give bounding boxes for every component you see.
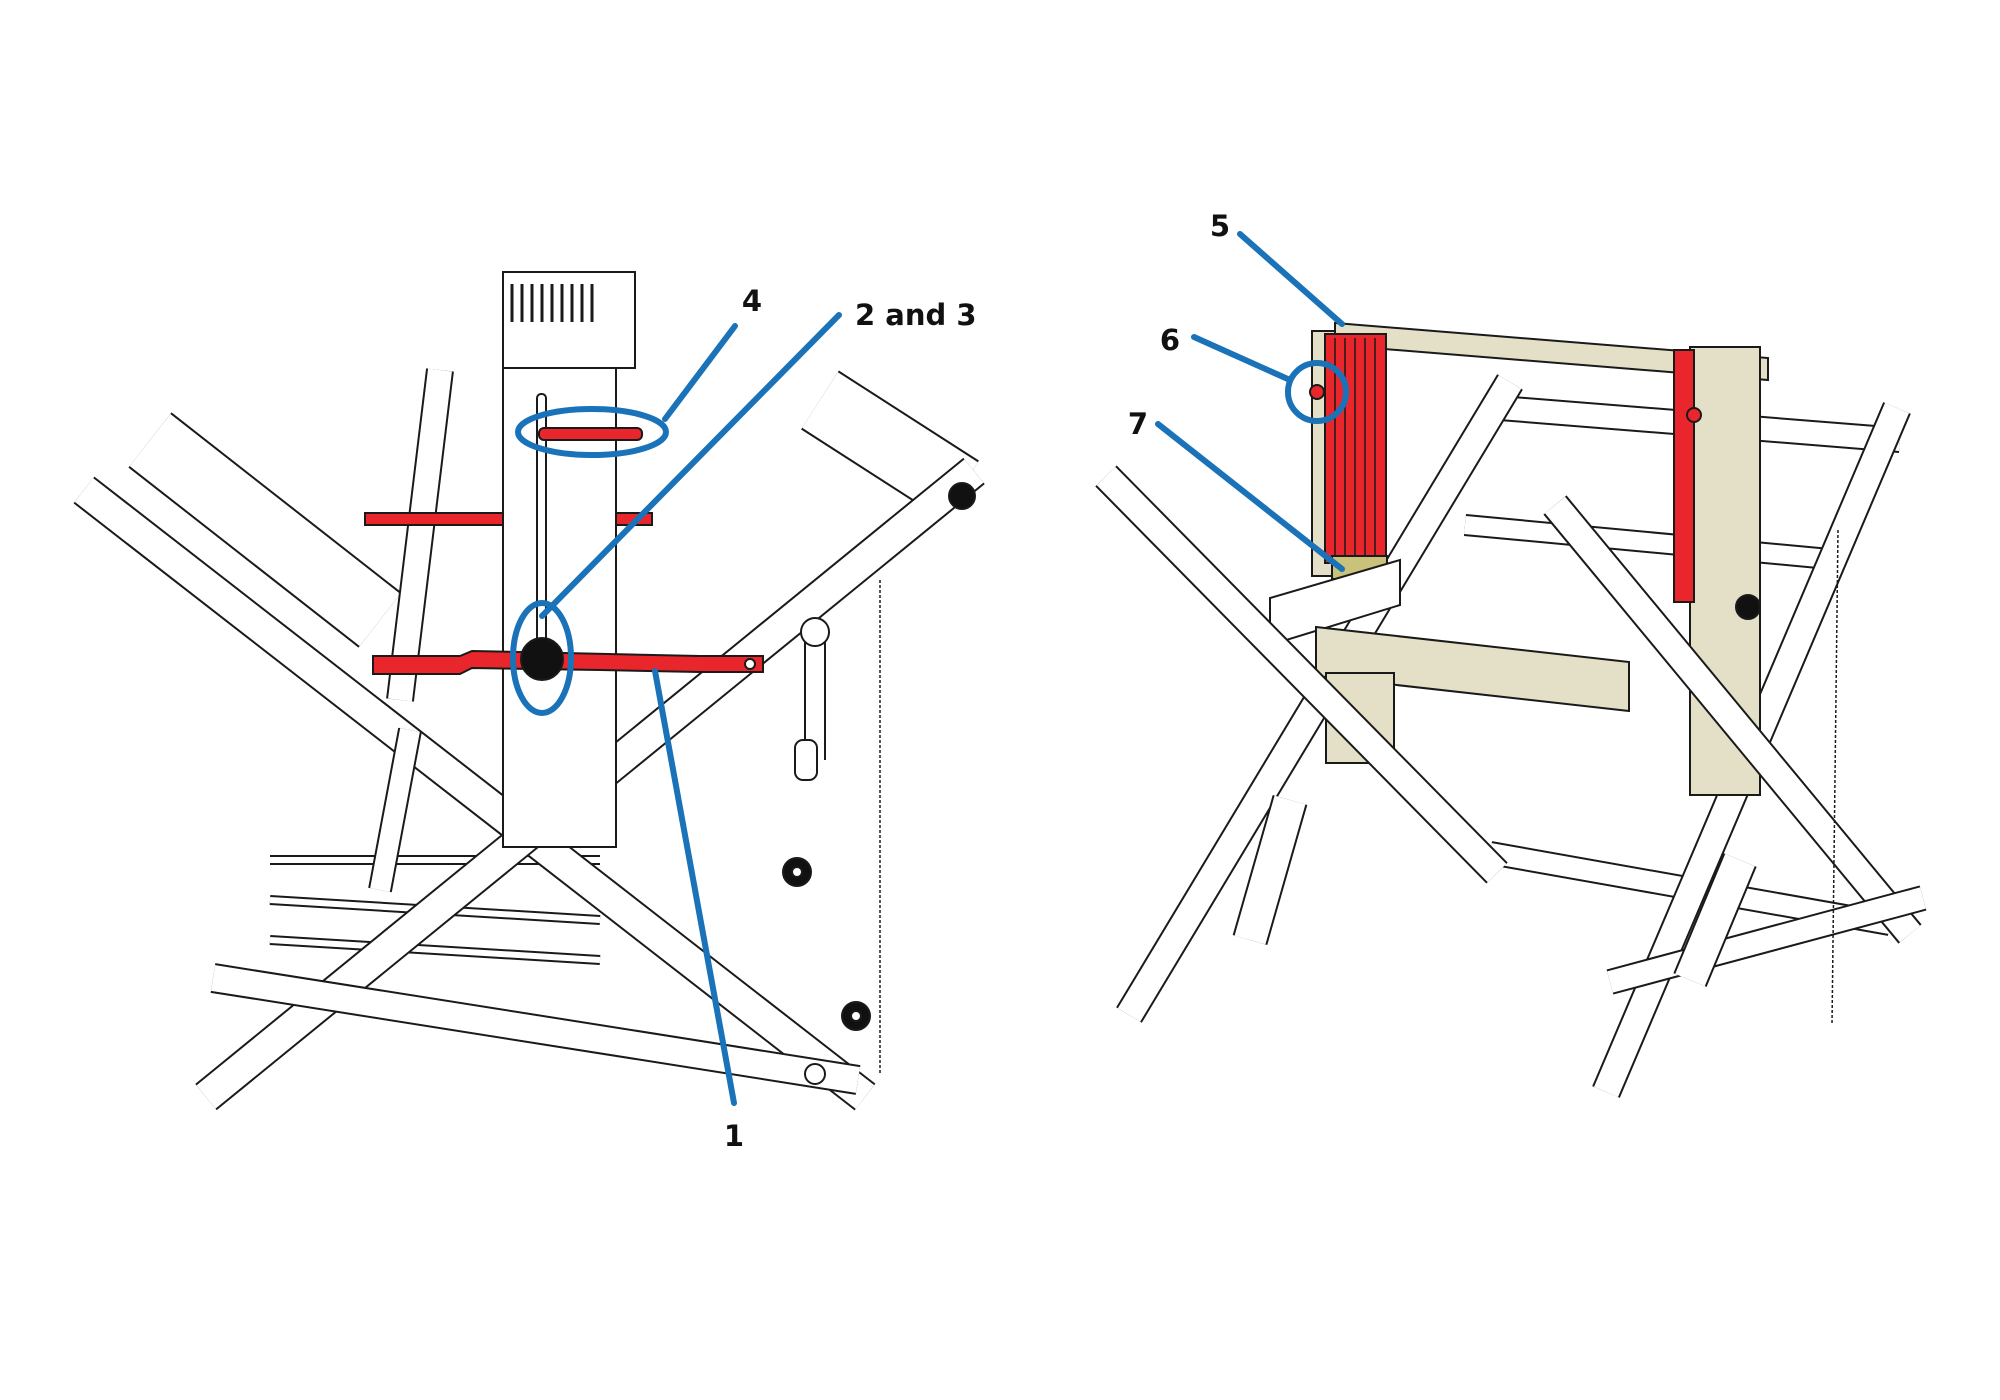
heddle-lines bbox=[1334, 338, 1376, 560]
bar-hole bbox=[744, 658, 756, 670]
callout-label-7: 7 bbox=[1128, 407, 1148, 441]
red-peg-right bbox=[1686, 407, 1702, 423]
callout-4-leader bbox=[662, 323, 738, 422]
right-front-frame-bars bbox=[1095, 465, 1927, 995]
callout-label-6: 6 bbox=[1160, 323, 1180, 357]
knob bbox=[1735, 594, 1761, 620]
left-treadle-pad bbox=[1232, 795, 1308, 945]
right-treadle-pad bbox=[1673, 853, 1757, 987]
red-peg-left bbox=[1309, 384, 1325, 400]
callout-6-leader bbox=[1191, 334, 1293, 383]
callout-7-leader bbox=[1155, 421, 1345, 572]
black-knob bbox=[520, 637, 564, 681]
callout-6-circle bbox=[1285, 360, 1349, 424]
callout-labels: 4 2 and 3 1 5 6 7 bbox=[724, 209, 1230, 1153]
callout-4-ellipse bbox=[515, 406, 669, 458]
bottom-crossbar bbox=[210, 963, 861, 1095]
reed-slats bbox=[510, 284, 594, 322]
treadle-stack bbox=[269, 935, 601, 965]
left-red-bar bbox=[364, 512, 504, 526]
callout-2-3-leader bbox=[539, 312, 842, 619]
front-cream-beam bbox=[1315, 625, 1630, 713]
callout-label-5: 5 bbox=[1210, 209, 1230, 243]
upper-left-frame bbox=[128, 412, 402, 648]
upper-red-pin bbox=[538, 427, 643, 441]
side-arm bbox=[368, 727, 422, 893]
upper-right-frame bbox=[801, 370, 979, 520]
cord-right bbox=[1831, 529, 1839, 1026]
back-rail-middle bbox=[1463, 514, 1842, 571]
diagonal-leg-a bbox=[73, 476, 876, 1111]
callout-label-2-3: 2 and 3 bbox=[855, 298, 977, 332]
callouts bbox=[510, 231, 1349, 1106]
top-box bbox=[502, 271, 636, 369]
folded-loom-illustration bbox=[73, 271, 985, 1111]
callout-2-3-ellipse bbox=[510, 600, 574, 716]
callout-5-leader bbox=[1237, 231, 1345, 327]
hex-bolt bbox=[804, 1063, 826, 1085]
right-red-strip bbox=[1673, 349, 1695, 603]
callout-1-leader bbox=[652, 668, 737, 1106]
beater-arm bbox=[386, 368, 454, 702]
crank-handle bbox=[794, 617, 830, 781]
wheels bbox=[782, 482, 976, 1031]
open-loom-illustration bbox=[1095, 321, 1927, 1098]
callout-label-4: 4 bbox=[742, 284, 762, 318]
callout-label-1: 1 bbox=[724, 1119, 744, 1153]
right-front-leg bbox=[1543, 495, 1922, 944]
left-rear-leg bbox=[1095, 465, 1508, 884]
foot-bar bbox=[1606, 885, 1927, 995]
